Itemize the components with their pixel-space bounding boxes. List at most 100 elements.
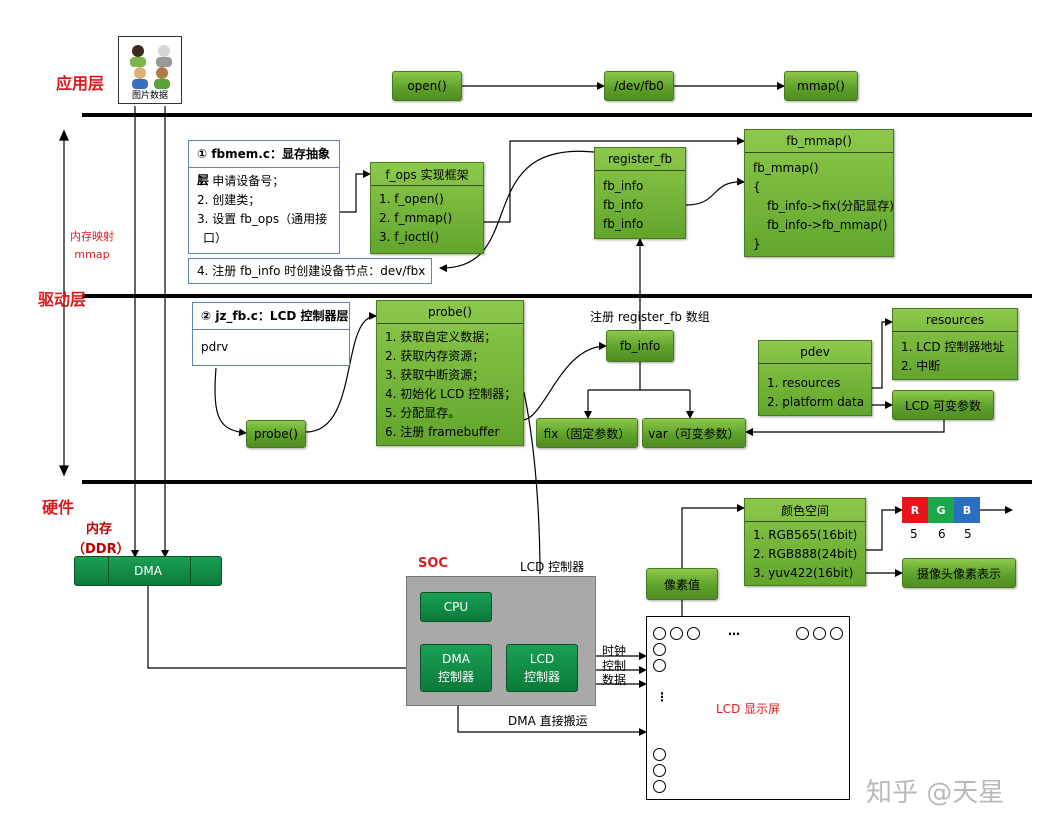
rgb-bits-r: 5 <box>910 527 918 541</box>
fb-info-node[interactable]: fb_info <box>606 330 674 362</box>
layer-separator-hw <box>82 480 1032 484</box>
color-space-item: 1. RGB565(16bit) <box>753 528 858 542</box>
fbmem-item: 2. 创建类； <box>197 193 261 207</box>
memory-map-label: 内存映射 mmap <box>70 230 114 261</box>
image-data-card: 图片数据 <box>118 36 182 104</box>
color-space-item: 2. RGB888(24bit) <box>753 547 858 561</box>
pdev-box[interactable]: pdev 1. resources 2. platform data <box>758 340 872 416</box>
fb-mmap-item: } <box>753 237 761 251</box>
fbmem-item: 1. 申请设备号； <box>197 174 285 188</box>
fb-mmap-title: fb_mmap() <box>745 130 893 153</box>
pdev-item: 1. resources <box>767 376 841 390</box>
mmap-call[interactable]: mmap() <box>784 71 858 101</box>
lcd-controller-box[interactable]: LCD 控制器 <box>506 644 578 692</box>
dma-divider <box>190 557 191 585</box>
resources-item: 2. 中断 <box>901 359 941 373</box>
jzfb-box[interactable]: ② jz_fb.c：LCD 控制器层 pdrv <box>192 302 350 366</box>
memory-title: 内存 <box>86 522 113 537</box>
resources-box[interactable]: resources 1. LCD 控制器地址 2. 中断 <box>892 308 1018 380</box>
layer-label-driver: 驱动层 <box>38 290 87 309</box>
watermark: 知乎 @天星 <box>866 778 1005 808</box>
fops-box[interactable]: f_ops 实现框架 1. f_open() 2. f_mmap() 3. f_… <box>370 162 484 254</box>
probe-item: 3. 获取中断资源； <box>385 368 485 382</box>
pixel-dot <box>653 627 666 640</box>
pixel-dot <box>670 627 683 640</box>
fb-mmap-item: fb_info->fb_mmap() <box>767 218 888 232</box>
fops-title: f_ops 实现框架 <box>371 163 483 186</box>
register-fb-title: register_fb <box>595 148 685 171</box>
pixel-dot <box>687 627 700 640</box>
probe-item: 2. 获取内存资源； <box>385 349 485 363</box>
lcd-controller-label: LCD 控制器 <box>520 560 585 574</box>
register-fb-box[interactable]: register_fb fb_info fb_info fb_info <box>594 147 686 239</box>
pixel-dots-vertical: ⋮ <box>656 690 668 704</box>
dma-memory-label: DMA <box>134 564 162 578</box>
probe-box[interactable]: probe() 1. 获取自定义数据； 2. 获取内存资源； 3. 获取中断资源… <box>376 300 524 446</box>
image-data-label: 图片数据 <box>131 91 168 101</box>
rgb-bits-b: 5 <box>964 527 972 541</box>
probe-title: probe() <box>377 301 523 324</box>
signal-clock: 时钟 <box>602 644 627 658</box>
dma-controller-line: DMA <box>442 652 470 666</box>
people-icon <box>130 45 172 89</box>
layer-separator-driver <box>82 294 1032 298</box>
fbmem-box[interactable]: ① fbmem.c：显存抽象层 1. 申请设备号； 2. 创建类； 3. 设置 … <box>188 140 340 254</box>
signal-control: 控制 <box>602 659 627 673</box>
lcd-var-params[interactable]: LCD 可变参数 <box>892 390 994 420</box>
resources-title: resources <box>893 309 1017 332</box>
fb-mmap-box[interactable]: fb_mmap() fb_mmap() { fb_info->fix(分配显存)… <box>744 129 894 257</box>
resources-item: 1. LCD 控制器地址 <box>901 340 1005 354</box>
dma-controller-line: 控制器 <box>437 670 474 684</box>
fbmem-item: 口） <box>203 231 228 245</box>
fops-item: 3. f_ioctl() <box>379 230 440 244</box>
probe-item: 4. 初始化 LCD 控制器； <box>385 387 517 401</box>
dma-divider <box>108 557 109 585</box>
fbmem-item: 3. 设置 fb_ops（通用接 <box>197 212 328 226</box>
pdev-title: pdev <box>759 341 871 364</box>
layer-separator-app <box>82 113 1032 117</box>
color-space-box[interactable]: 颜色空间 1. RGB565(16bit) 2. RGB888(24bit) 3… <box>744 498 866 586</box>
pixel-dot <box>653 764 666 777</box>
rgb-g: G <box>928 497 954 523</box>
lcd-controller-line: LCD <box>529 652 555 666</box>
cpu-box[interactable]: CPU <box>420 592 492 622</box>
rgb-r: R <box>902 497 928 523</box>
lcd-screen <box>646 616 850 800</box>
probe-item: 1. 获取自定义数据； <box>385 330 497 344</box>
layer-label-app: 应用层 <box>56 74 105 93</box>
fb-mmap-item: fb_info->fix(分配显存) <box>767 199 894 213</box>
probe-item: 5. 分配显存。 <box>385 406 461 420</box>
probe-item: 6. 注册 framebuffer <box>385 425 500 439</box>
dma-memory-box[interactable]: DMA <box>74 556 222 586</box>
dev-fb0-node[interactable]: /dev/fb0 <box>604 71 674 101</box>
color-space-item: 3. yuv422(16bit) <box>753 566 854 580</box>
dma-direct-label: DMA 直接搬运 <box>508 714 588 728</box>
memory-sub: （DDR） <box>72 542 130 557</box>
fops-item: 2. f_mmap() <box>379 211 453 225</box>
pixel-dot <box>653 780 666 793</box>
pixel-value[interactable]: 像素值 <box>646 568 718 600</box>
probe-call[interactable]: probe() <box>246 420 306 448</box>
soc-label: SOC <box>418 556 448 571</box>
register-fb-item: fb_info <box>603 179 644 193</box>
var-params[interactable]: var（可变参数） <box>642 418 746 448</box>
register-fb-item: fb_info <box>603 198 644 212</box>
fix-params[interactable]: fix（固定参数） <box>536 418 638 448</box>
pixel-dot <box>653 659 666 672</box>
pixel-dot <box>653 643 666 656</box>
pixel-dot <box>830 627 843 640</box>
dma-controller-box[interactable]: DMA 控制器 <box>420 644 492 692</box>
pixel-dot <box>813 627 826 640</box>
open-call[interactable]: open() <box>392 71 462 101</box>
signal-data: 数据 <box>602 673 627 687</box>
fops-item: 1. f_open() <box>379 192 444 206</box>
rgb-b: B <box>954 497 980 523</box>
cpu-label: CPU <box>443 600 469 614</box>
pdev-item: 2. platform data <box>767 395 865 409</box>
rgb-bits-g: 6 <box>938 527 946 541</box>
fbmem-note: 4. 注册 fb_info 时创建设备节点：dev/fbx <box>188 258 432 284</box>
pixel-dot <box>796 627 809 640</box>
camera-pixel[interactable]: 摄像头像素表示 <box>902 558 1016 588</box>
pixel-dot <box>653 748 666 761</box>
lcd-controller-line: 控制器 <box>523 670 560 684</box>
